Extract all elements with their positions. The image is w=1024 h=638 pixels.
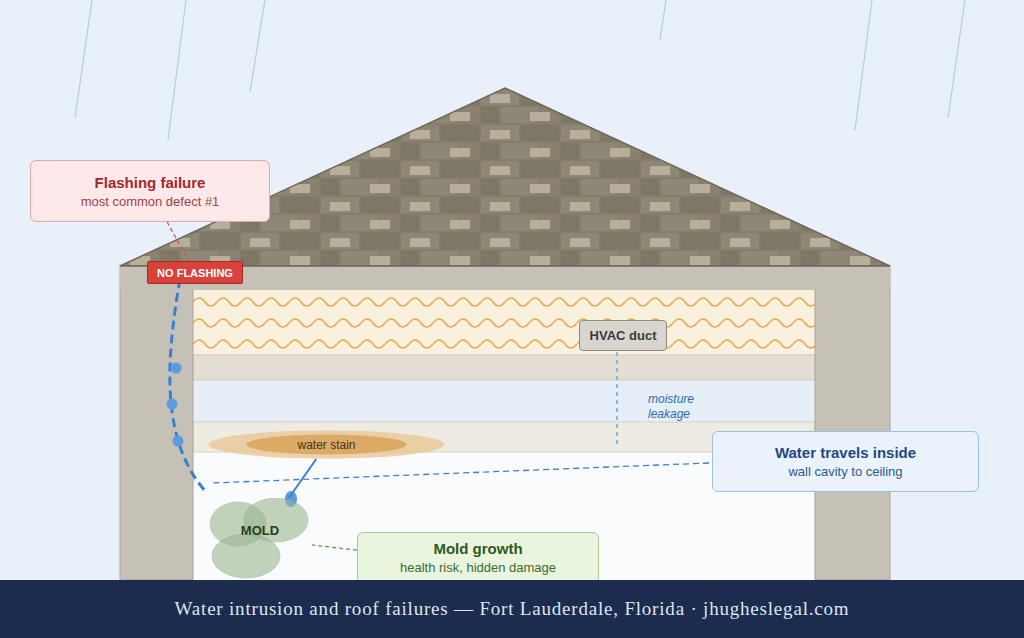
node-subtitle: most common defect #1 <box>81 194 220 209</box>
footer-caption: Water intrusion and roof failures — Fort… <box>175 598 850 620</box>
leader-line <box>312 545 357 550</box>
callout-box: Water travels inside wall cavity to ceili… <box>712 431 979 492</box>
leader-line <box>167 222 189 261</box>
mold-shape <box>208 498 312 580</box>
mold-blob: MOLD <box>208 498 312 580</box>
node-subtitle: wall cavity to ceiling <box>788 464 902 479</box>
stain-ellipse: water stain <box>208 430 445 459</box>
duct-box: HVAC duct <box>579 320 667 351</box>
footer-band: Water intrusion and roof failures — Fort… <box>0 580 1024 638</box>
node-title: NO FLASHING <box>157 267 233 279</box>
note-label: moisture leakage <box>648 392 718 422</box>
warning-tag: NO FLASHING <box>147 261 243 284</box>
node-title: Mold growth <box>433 540 522 557</box>
leader-line <box>289 459 316 498</box>
callout-box: Flashing failure most common defect #1 <box>30 160 270 222</box>
node-title: HVAC duct <box>590 328 657 343</box>
node-title: water stain <box>297 438 355 452</box>
node-subtitle: health risk, hidden damage <box>400 560 556 575</box>
node-title: MOLD <box>241 523 279 538</box>
node-title: Water travels inside <box>775 444 916 461</box>
node-title: Flashing failure <box>95 174 206 191</box>
